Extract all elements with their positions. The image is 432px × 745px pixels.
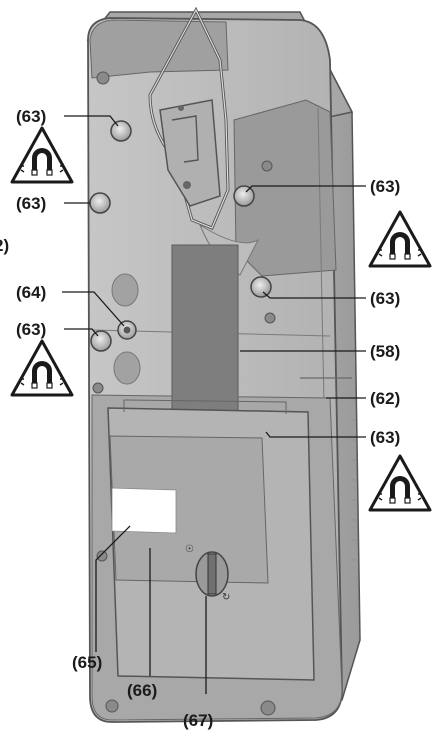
callout-63-top-left: (63) bbox=[16, 107, 46, 126]
lock-screw-icon: ☉ ↻ bbox=[185, 544, 230, 603]
magnet-warning-icon bbox=[10, 126, 74, 184]
callout-63-right-mid: (63) bbox=[370, 289, 400, 308]
callout-63-left: (63) bbox=[16, 194, 46, 213]
magnet-warning-icon bbox=[368, 210, 432, 268]
magnet-boss-2 bbox=[89, 192, 111, 214]
serial-label bbox=[111, 487, 177, 534]
callout-labels: (63) (63) 2) (64) (63) (63) (63) (58) (6… bbox=[0, 107, 400, 730]
svg-text:↻: ↻ bbox=[222, 592, 230, 603]
callout-64: (64) bbox=[16, 283, 46, 302]
magnet-boss-1 bbox=[110, 120, 132, 142]
magnet-warning-icon bbox=[368, 454, 432, 512]
leader-lines bbox=[62, 115, 366, 694]
callout-65: (65) bbox=[72, 653, 102, 672]
magnet-boss-4 bbox=[250, 276, 272, 298]
callout-cut-off: 2) bbox=[0, 236, 9, 255]
battery-cover bbox=[107, 399, 315, 681]
callout-66: (66) bbox=[127, 681, 157, 700]
callout-63-lower-left: (63) bbox=[16, 320, 46, 339]
tripod-recess bbox=[111, 273, 141, 385]
callout-63-right-low: (63) bbox=[370, 428, 400, 447]
wire-clip bbox=[148, 6, 260, 276]
magnet-warning-icon bbox=[10, 339, 74, 397]
magnet-boss-5 bbox=[90, 330, 112, 352]
svg-text:☉: ☉ bbox=[185, 544, 194, 555]
label-panel bbox=[171, 244, 239, 416]
callout-58: (58) bbox=[370, 342, 400, 361]
callout-67: (67) bbox=[183, 711, 213, 730]
callout-63-right-top: (63) bbox=[370, 177, 400, 196]
magnet-boss-3 bbox=[233, 185, 255, 207]
callout-62: (62) bbox=[370, 389, 400, 408]
